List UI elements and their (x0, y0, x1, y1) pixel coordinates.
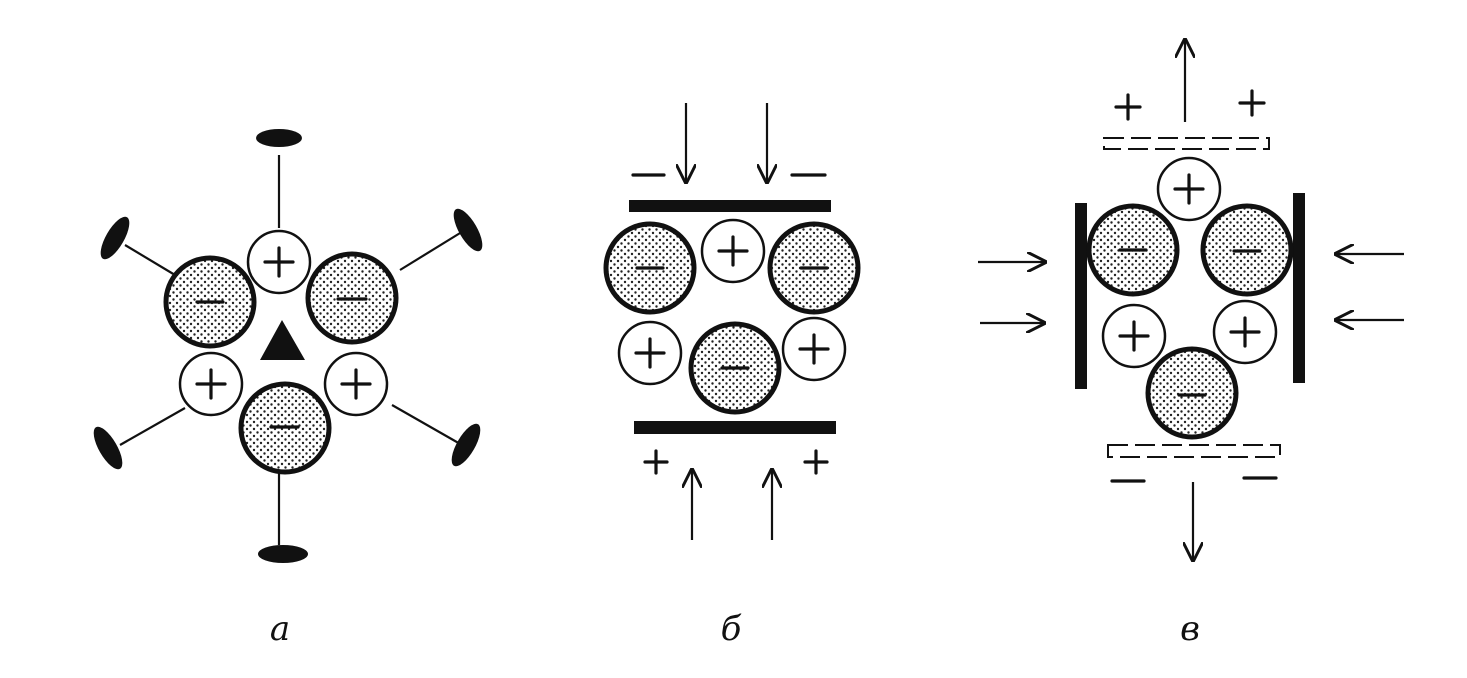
terminal-icon (256, 129, 302, 147)
radial-line (391, 404, 463, 446)
radial-line (119, 407, 186, 446)
positive-ion (1156, 156, 1222, 222)
negative-ion (1200, 203, 1294, 297)
panel-b: б (603, 103, 861, 649)
positive-ion (1101, 303, 1167, 369)
positive-ion (323, 351, 389, 417)
symmetry-triangle-icon (260, 320, 305, 360)
terminal-icon (100, 216, 130, 260)
negative-ion (163, 255, 257, 349)
left-plate (1075, 203, 1087, 389)
positive-ion (178, 351, 244, 417)
top-electrode (1103, 137, 1270, 150)
bottom-electrode (1107, 444, 1281, 458)
positive-ion (700, 218, 766, 284)
radial-line (124, 244, 176, 276)
terminal-icon (93, 426, 123, 470)
terminal-icon (258, 545, 308, 563)
charge-sign (803, 449, 829, 475)
negative-ion (767, 221, 861, 315)
positive-ion (617, 320, 683, 386)
charge-sign (643, 449, 669, 475)
panel-v: в (978, 40, 1404, 649)
positive-ion (781, 316, 847, 382)
top-plate (629, 200, 831, 212)
negative-ion (305, 251, 399, 345)
terminal-icon (453, 208, 483, 252)
negative-ion (603, 221, 697, 315)
caption-a: a (270, 609, 290, 649)
panel-a: a (93, 129, 483, 649)
terminal-icon (451, 423, 481, 467)
radial-line (399, 229, 466, 271)
caption-b: б (721, 609, 742, 649)
negative-ion (238, 381, 332, 475)
negative-ion (688, 321, 782, 415)
caption-v: в (1180, 609, 1200, 649)
negative-ion (1145, 346, 1239, 440)
negative-ion (1086, 203, 1180, 297)
bottom-plate (634, 421, 836, 434)
positive-ion (1212, 299, 1278, 365)
charge-sign (1114, 93, 1142, 121)
right-plate (1293, 193, 1305, 383)
positive-ion (246, 229, 312, 295)
charge-sign (1238, 89, 1266, 117)
